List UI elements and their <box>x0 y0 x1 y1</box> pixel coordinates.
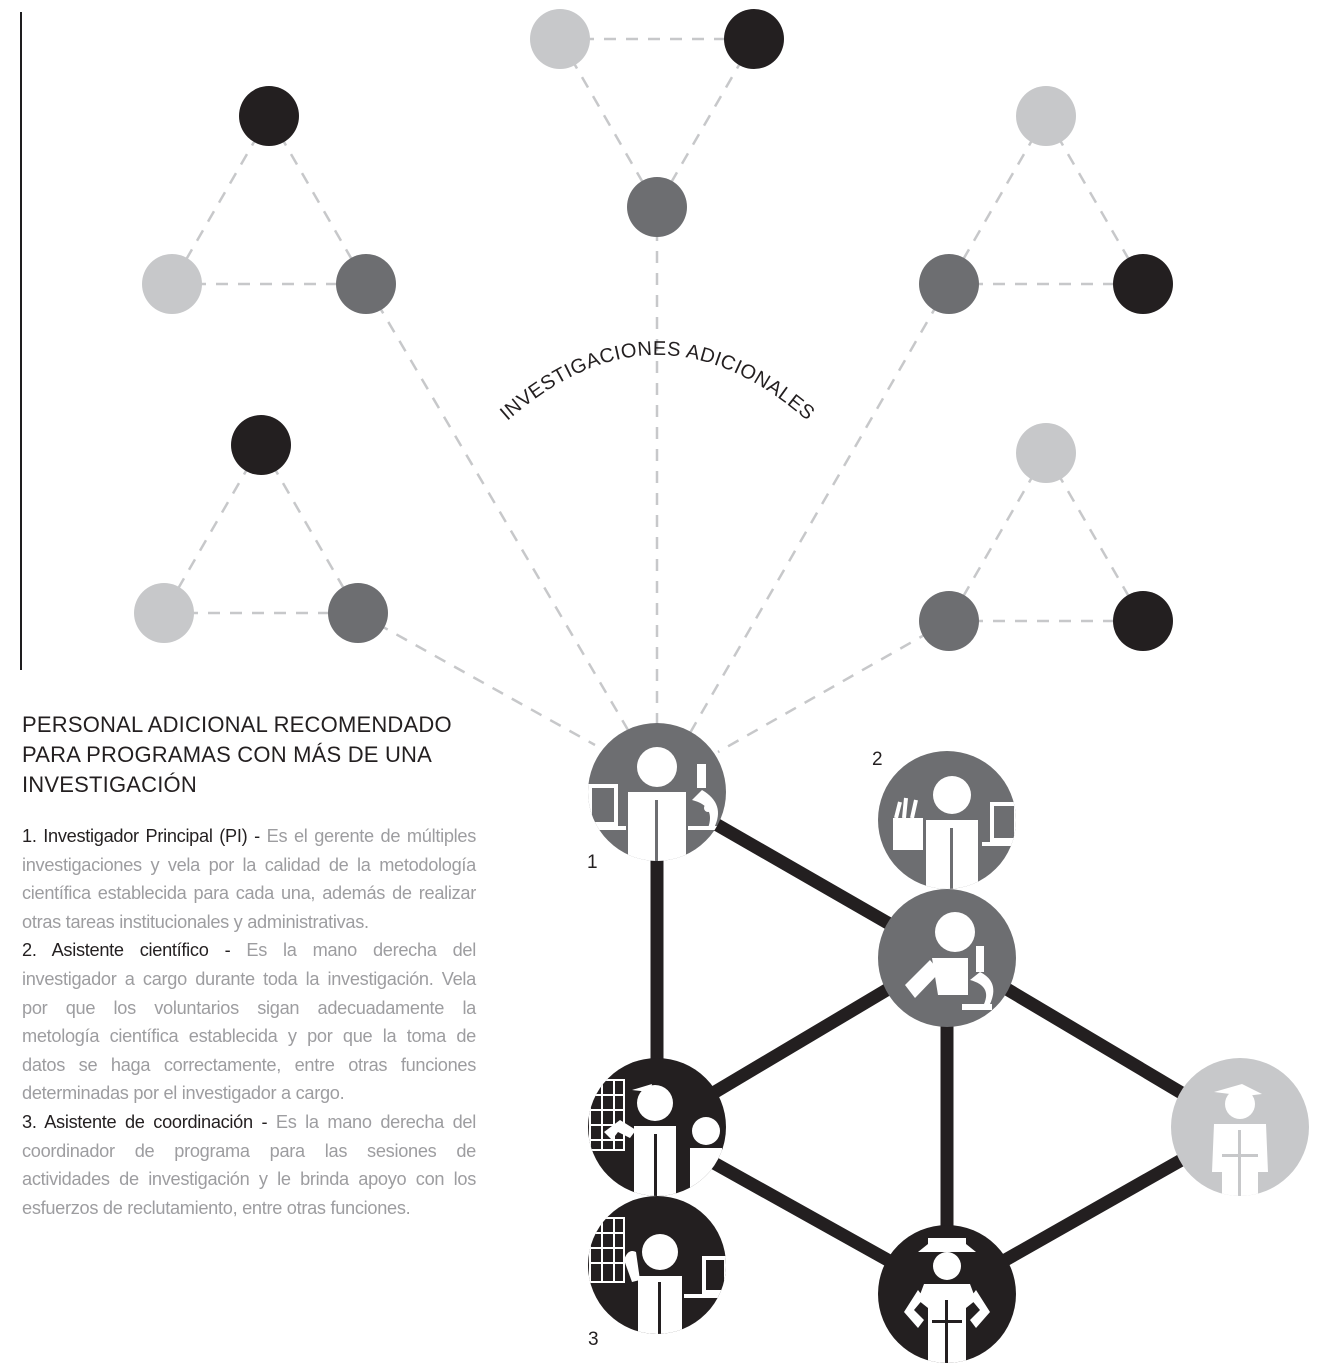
volunteer-node <box>878 1225 1016 1363</box>
student-node <box>1171 1058 1309 1196</box>
node-top-medium <box>627 177 687 237</box>
educator-blackboard-icon <box>589 1079 722 1196</box>
number-label-2: 2 <box>872 749 883 770</box>
assistant-notebook-icon <box>893 776 1016 889</box>
number-label-3: 3 <box>588 1329 599 1350</box>
assistant-node <box>878 751 1016 889</box>
number-label-1: 1 <box>587 852 598 873</box>
investigation-nodes <box>134 9 1173 651</box>
node-ul-dark <box>239 86 299 146</box>
node-lr-medium <box>919 591 979 651</box>
team-connectors <box>650 809 1189 1269</box>
dashed-connectors <box>162 37 1145 754</box>
role-body-2: Es la mano derecha del investigador a ca… <box>22 940 476 1104</box>
node-ur-medium <box>919 254 979 314</box>
investigator-node <box>588 723 726 861</box>
scientist-node <box>878 889 1016 1027</box>
student-cap-icon <box>1212 1084 1268 1196</box>
left-vertical-rule <box>20 12 22 670</box>
role-title-2: 2. Asistente científico <box>22 940 209 961</box>
role-description-3: 3. Asistente de coordinación - Es la man… <box>22 1108 476 1222</box>
role-body-3: Es la mano derecha del coordinador de pr… <box>22 1111 476 1218</box>
role-separator-3: - <box>252 1111 276 1132</box>
node-ur-dark <box>1113 254 1173 314</box>
node-ll-dark <box>231 415 291 475</box>
node-lr-light <box>1016 423 1076 483</box>
node-ll-light <box>134 583 194 643</box>
role-separator-1: - <box>247 826 267 846</box>
investigator-microscope-icon <box>588 747 718 861</box>
role-description-1: 1. Investigador Principal (PI) - Es el g… <box>22 822 476 936</box>
coordinator-node <box>588 1196 726 1334</box>
role-body-1: Es el gerente de múltiples investigacion… <box>22 826 476 932</box>
scientist-microscope-icon <box>905 912 994 1010</box>
node-lr-dark <box>1113 591 1173 651</box>
panel-heading: PERSONAL ADICIONAL RECOMENDADO PARA PROG… <box>22 712 452 797</box>
educator-node <box>588 1058 726 1196</box>
node-top-dark <box>724 9 784 69</box>
node-ll-medium <box>328 583 388 643</box>
role-description-2: 2. Asistente científico - Es la mano der… <box>22 936 476 1108</box>
volunteer-hat-icon <box>904 1238 990 1363</box>
role-separator-2: - <box>208 940 247 961</box>
coordinator-blackboard-icon <box>589 1217 726 1334</box>
node-ul-medium <box>336 254 396 314</box>
node-ur-light <box>1016 86 1076 146</box>
roles-panel: PERSONAL ADICIONAL RECOMENDADO PARA PROG… <box>22 710 476 1222</box>
node-ul-light <box>142 254 202 314</box>
role-title-3: 3. Asistente de coordinación <box>22 1111 253 1132</box>
node-top-light <box>530 9 590 69</box>
role-title-1: 1. Investigador Principal (PI) <box>22 826 248 846</box>
